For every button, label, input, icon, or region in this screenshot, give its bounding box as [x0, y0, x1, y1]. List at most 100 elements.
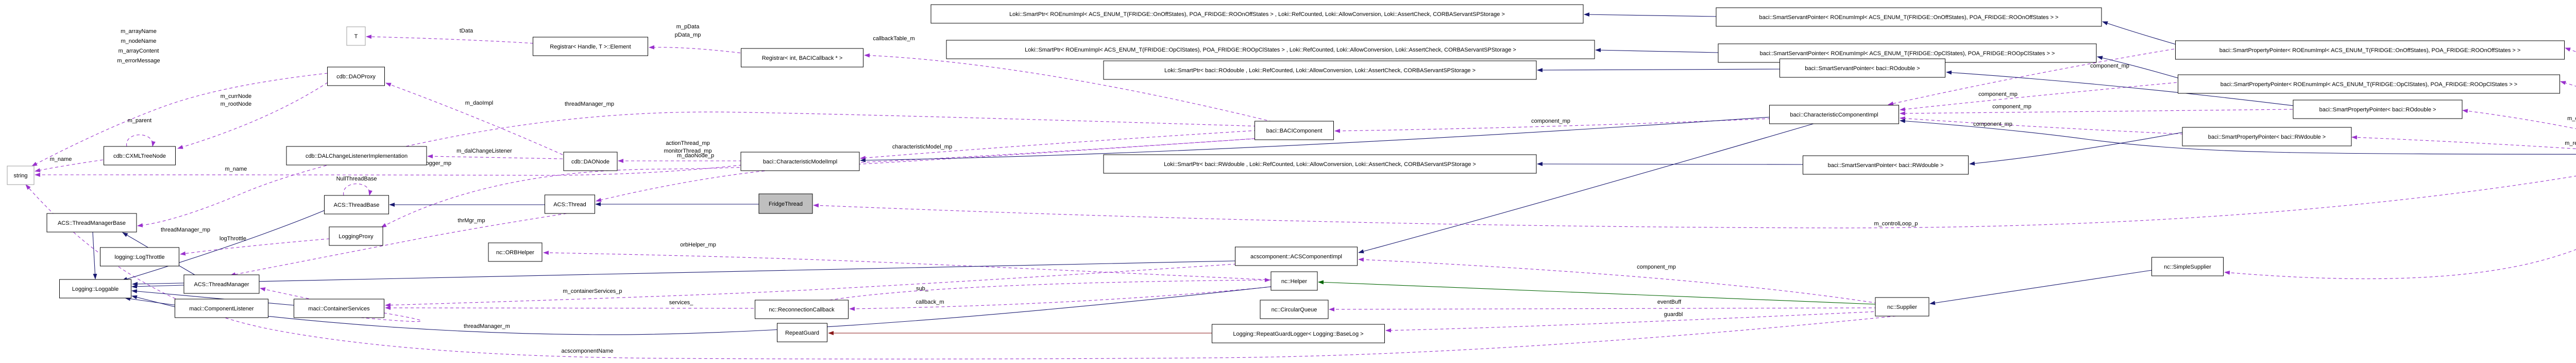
- node-reconnectioncallback[interactable]: nc::ReconnectionCallback: [755, 300, 849, 319]
- edge-nchelper-loggable: [125, 286, 1272, 335]
- node-ssp_rwdouble[interactable]: baci::SmartServantPointer< baci::RWdoubl…: [1803, 155, 1969, 175]
- node-box[interactable]: [2182, 127, 2352, 146]
- node-box[interactable]: [1235, 246, 1358, 266]
- node-box[interactable]: [294, 299, 384, 318]
- node-box[interactable]: [2151, 257, 2224, 276]
- edge-loggingproxy-logthrottle: [180, 238, 330, 256]
- node-spp_onoff[interactable]: baci::SmartPropertyPointer< ROEnumImpl< …: [2175, 40, 2565, 60]
- node-ssp_rodouble[interactable]: baci::SmartServantPointer< baci::ROdoubl…: [1780, 58, 1945, 78]
- edge-label: logger_mp: [425, 160, 451, 167]
- node-orbhelper[interactable]: nc::ORBHelper: [488, 242, 543, 262]
- node-box[interactable]: [946, 40, 1595, 59]
- node-acsthread[interactable]: ACS::Thread: [545, 194, 595, 214]
- node-string[interactable]: string: [7, 166, 35, 185]
- edge-label: characteristicModel_mp: [892, 144, 952, 150]
- node-circularqueue[interactable]: nc::CircularQueue: [1260, 300, 1329, 319]
- node-box[interactable]: [533, 37, 648, 56]
- node-threadbase[interactable]: ACS::ThreadBase: [324, 195, 389, 214]
- node-box[interactable]: [777, 323, 827, 342]
- node-loki_rodouble[interactable]: Loki::SmartPtr< baci::ROdouble , Loki::R…: [1103, 60, 1537, 80]
- node-componentlistener[interactable]: maci::ComponentListener: [175, 299, 268, 318]
- node-acscomponentimpl[interactable]: acscomponent::ACSComponentImpl: [1235, 246, 1358, 266]
- node-label: Registrar< int, BACICallback * >: [762, 55, 843, 61]
- node-spp_rwdouble[interactable]: baci::SmartPropertyPointer< baci::RWdoub…: [2182, 127, 2352, 146]
- node-loki_rwdouble[interactable]: Loki::SmartPtr< baci::RWdouble , Loki::R…: [1103, 154, 1537, 174]
- edge-fridgecontrol-spp_rodouble: [2462, 109, 2576, 129]
- node-box[interactable]: [2178, 74, 2560, 94]
- node-registrar_int[interactable]: Registrar< int, BACICallback * >: [741, 48, 863, 68]
- node-repeatguard[interactable]: RepeatGuard: [777, 323, 827, 342]
- node-box[interactable]: [1769, 105, 1899, 124]
- node-box[interactable]: [563, 152, 618, 171]
- node-box[interactable]: [286, 146, 427, 166]
- node-box[interactable]: [7, 166, 35, 185]
- node-ssp_onoff[interactable]: baci::SmartServantPointer< ROEnumImpl< A…: [1716, 7, 2102, 27]
- node-loggingproxy[interactable]: LoggingProxy: [329, 226, 383, 246]
- node-box[interactable]: [1103, 60, 1537, 80]
- node-threadmanager[interactable]: ACS::ThreadManager: [183, 274, 260, 294]
- node-daonode[interactable]: cdb::DAONode: [563, 152, 618, 171]
- node-loggable[interactable]: Logging::Loggable: [59, 279, 131, 299]
- node-loki_opcl[interactable]: Loki::SmartPtr< ROEnumImpl< ACS_ENUM_T(F…: [946, 40, 1595, 59]
- node-box[interactable]: [346, 26, 366, 46]
- edge-ncsupplier-string: [25, 184, 1896, 359]
- node-box[interactable]: [2293, 100, 2463, 119]
- node-fridgethread[interactable]: FridgeThread: [758, 193, 813, 214]
- node-box[interactable]: [183, 274, 260, 294]
- node-box[interactable]: [1803, 155, 1969, 175]
- node-box[interactable]: [758, 193, 813, 214]
- node-box[interactable]: [2175, 40, 2565, 60]
- node-label: RepeatGuard: [785, 330, 819, 336]
- node-daoproxy[interactable]: cdb::DAOProxy: [327, 67, 385, 86]
- node-simplesupplier[interactable]: nc::SimpleSupplier: [2151, 257, 2224, 276]
- node-box[interactable]: [1255, 121, 1334, 140]
- node-box[interactable]: [1875, 297, 1929, 317]
- node-label: ACS::ThreadManagerBase: [58, 220, 126, 226]
- node-registrar_element[interactable]: Registrar< Handle, T >::Element: [533, 37, 648, 56]
- edge-cxmltreenode-string: [35, 159, 104, 172]
- node-charcompimpl[interactable]: baci::CharacteristicComponentImpl: [1769, 105, 1899, 124]
- node-threadmanagerbase[interactable]: ACS::ThreadManagerBase: [46, 213, 137, 233]
- node-dalchangelistener[interactable]: cdb::DALChangeListenerImplementation: [286, 146, 427, 166]
- node-spp_rodouble[interactable]: baci::SmartPropertyPointer< baci::ROdoub…: [2293, 100, 2463, 119]
- node-charmodelimpl[interactable]: baci::CharacteristicModelImpl: [740, 152, 860, 171]
- node-box[interactable]: [1716, 7, 2102, 27]
- node-label: baci::SmartServantPointer< ROEnumImpl< A…: [1759, 14, 2059, 21]
- node-box[interactable]: [59, 279, 131, 299]
- node-box[interactable]: [327, 67, 385, 86]
- node-box[interactable]: [1780, 58, 1945, 78]
- node-box[interactable]: [175, 299, 268, 318]
- edge-label: m_currNode: [221, 93, 252, 100]
- node-t[interactable]: T: [346, 26, 366, 46]
- node-box[interactable]: [930, 4, 1584, 24]
- node-box[interactable]: [324, 195, 389, 214]
- node-box[interactable]: [755, 300, 849, 319]
- node-repeatguardlogger[interactable]: Logging::RepeatGuardLogger< Logging::Bas…: [1212, 324, 1385, 343]
- node-spp_opcl[interactable]: baci::SmartPropertyPointer< ROEnumImpl< …: [2178, 74, 2560, 94]
- node-box[interactable]: [1103, 154, 1537, 174]
- node-containerservices[interactable]: maci::ContainerServices: [294, 299, 384, 318]
- node-box[interactable]: [545, 194, 595, 214]
- node-box[interactable]: [329, 226, 383, 246]
- node-ncsupplier[interactable]: nc::Supplier: [1875, 297, 1929, 317]
- node-box[interactable]: [740, 152, 860, 171]
- edge-label: pData_mp: [675, 32, 701, 38]
- node-box[interactable]: [488, 242, 543, 262]
- edge-bacicomponent-threadmanagerbase: [137, 111, 1263, 227]
- node-label: baci::SmartPropertyPointer< baci::ROdoub…: [2319, 107, 2436, 113]
- node-loki_onoff[interactable]: Loki::SmartPtr< ROEnumImpl< ACS_ENUM_T(F…: [930, 4, 1584, 24]
- node-box[interactable]: [1260, 300, 1329, 319]
- node-box[interactable]: [1270, 271, 1318, 291]
- node-label: cdb::CXMLTreeNode: [113, 153, 166, 159]
- node-box[interactable]: [104, 146, 176, 166]
- node-box[interactable]: [100, 247, 179, 267]
- node-box[interactable]: [741, 48, 863, 68]
- node-box[interactable]: [1212, 324, 1385, 343]
- node-bacicomponent[interactable]: baci::BACIComponent: [1255, 121, 1334, 140]
- node-label: FridgeThread: [769, 201, 803, 207]
- node-logthrottle[interactable]: logging::LogThrottle: [100, 247, 179, 267]
- node-nchelper[interactable]: nc::Helper: [1270, 271, 1318, 291]
- node-label: cdb::DALChangeListenerImplementation: [306, 153, 408, 159]
- node-cxmltreenode[interactable]: cdb::CXMLTreeNode: [104, 146, 176, 166]
- node-box[interactable]: [46, 213, 137, 233]
